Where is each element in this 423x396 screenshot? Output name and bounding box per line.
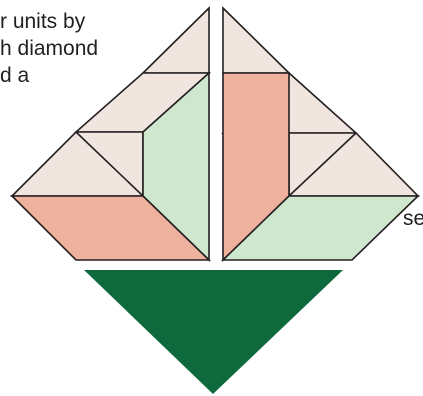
bottom-green-triangle <box>84 270 343 394</box>
left-middle-triangle <box>12 132 143 196</box>
right-half <box>223 8 418 260</box>
right-top-triangle <box>223 8 289 73</box>
right-middle-triangle <box>289 133 418 196</box>
left-half <box>12 8 209 260</box>
left-top-triangle <box>143 8 209 73</box>
